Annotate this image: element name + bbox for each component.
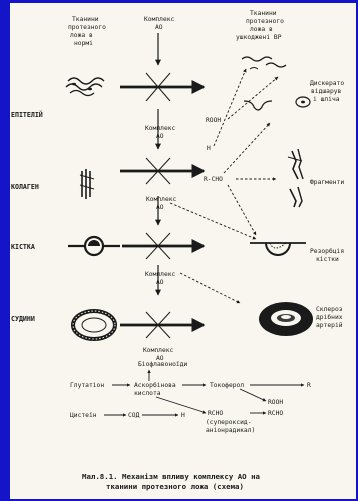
scheme-rooh: ROOH: [268, 399, 283, 406]
arrow-tocopherol-to-rooh: [240, 389, 266, 401]
header-right: Тканини протезного ложа в ушкоджені ВР: [236, 10, 284, 41]
row-label-bone: КІСТКА: [11, 243, 35, 251]
complex-label-1-line-2: АО: [156, 133, 164, 140]
diagram-page: Тканини протезного ложа в нормі Комплекс…: [10, 3, 356, 499]
caption-line-2: тканини протезного ложа (схема): [106, 482, 244, 491]
outcome-epithelium-line-1: Дискерато: [310, 80, 344, 87]
row-label-epithelium: ЕПІТЕЛІЙ: [11, 110, 43, 119]
header-left-line-4: нормі: [74, 39, 93, 47]
collagen-normal-sketch: [80, 169, 94, 199]
header-right-line-1: Тканини: [250, 10, 277, 17]
outcome-epithelium-line-2: відшарув: [311, 87, 342, 95]
figure-caption: Мал.8.1. Механізм впливу комплексу АО на…: [82, 472, 260, 491]
complex-label-2-line-1: Комплекс: [146, 196, 177, 203]
scheme-superoxide-line-1: (супероксид-: [206, 419, 252, 426]
caption-line-1: Мал.8.1. Механізм впливу комплексу АО на: [82, 472, 260, 481]
arrow-ascorbic-to-superoxide: [156, 397, 206, 413]
damage-arrow-complex-bone: [170, 203, 256, 239]
blocked-pathway-vessels: [120, 312, 204, 338]
diagram-canvas: Тканини протезного ложа в нормі Комплекс…: [10, 3, 356, 499]
outcome-collagen-line-1: Фрагменти: [310, 179, 344, 186]
outcome-bone-line-2: кістки: [316, 255, 339, 263]
scheme-rcho: RCHO: [268, 410, 283, 417]
outcome-epithelium-line-3: і шліча: [313, 95, 340, 103]
damage-arrow-h-epithelium: [214, 69, 246, 146]
complex-label-3-line-1: Комплекс: [145, 271, 176, 278]
scheme-sod: СОД: [128, 412, 140, 419]
scheme-cysteine: Цистеїн: [70, 411, 97, 419]
header-left-line-2: протезного: [68, 24, 106, 31]
scheme-glutathione: Глутатіон: [70, 381, 104, 389]
header-center-line-1: Комплекс: [144, 16, 175, 23]
radical-label-h: H: [207, 145, 211, 152]
complex-label-2-line-2: АО: [156, 204, 164, 211]
blocked-pathway-collagen: [120, 158, 204, 184]
damage-arrow-rcho-bone: [228, 185, 256, 235]
radical-label-rooh: ROOH: [206, 117, 221, 124]
header-left-line-3: ложа в: [70, 32, 93, 39]
scheme-ascorbic-line-1: Аскорбінова: [134, 381, 176, 389]
scheme-r: R: [307, 382, 311, 389]
header-right-line-3: ложа в: [250, 26, 273, 33]
epithelium-damaged-sketch: [242, 57, 310, 110]
header-left-line-1: Тканини: [72, 16, 99, 23]
epithelium-normal-sketch: [66, 78, 104, 96]
blocked-pathway-bone: [122, 233, 204, 259]
header-right-line-2: протезного: [246, 18, 284, 25]
bone-normal-sketch: [68, 237, 120, 255]
vessel-damaged-sketch: [259, 302, 313, 336]
damage-arrow-complex-vessels: [180, 273, 240, 303]
header-right-line-4: ушкоджені ВР: [236, 33, 282, 41]
outcome-bone-line-1: Резорбція: [310, 247, 344, 255]
bone-damaged-sketch: [250, 243, 306, 255]
damage-arrow-rooh-epithelium: [228, 77, 278, 119]
scheme-h: H: [181, 412, 185, 419]
complex-label-1-line-1: Комплекс: [145, 125, 176, 132]
scheme-bioflavonoids: Біофлавоноїди: [138, 360, 187, 368]
row-label-vessels: СУДИНИ: [11, 315, 35, 323]
radical-label-rcho: R-CHO: [204, 176, 223, 183]
header-left: Тканини протезного ложа в нормі: [68, 16, 106, 47]
vessel-normal-sketch: [73, 311, 115, 339]
scheme-superoxide-symbol: RCHO: [208, 410, 223, 417]
outcome-vessels-line-1: Склероз: [316, 306, 343, 313]
complex-label-3-line-2: АО: [156, 279, 164, 286]
outcome-vessels-line-3: артерій: [316, 321, 343, 329]
outcome-vessels-line-2: дрібних: [316, 313, 343, 321]
scheme-tocopherol: Токоферол: [210, 381, 244, 389]
scheme-superoxide-line-2: аніонрадикал): [206, 426, 255, 434]
outcome-bone: Резорбція кістки: [310, 247, 344, 263]
collagen-damaged-sketch: [288, 149, 303, 207]
blocked-pathway-epithelium: [120, 73, 204, 101]
header-center: Комплекс АО: [144, 16, 175, 31]
outcome-vessels: Склероз дрібних артерій: [316, 306, 343, 329]
outcome-epithelium: Дискерато відшарув і шліча: [310, 80, 344, 103]
complex-label-4-line-1: Комплекс: [143, 347, 174, 354]
scheme-ascorbic-line-2: кислота: [134, 390, 161, 397]
row-label-collagen: КОЛАГЕН: [11, 183, 39, 191]
damage-arrow-rcho-epithelium: [224, 123, 270, 173]
header-center-line-2: АО: [155, 24, 163, 31]
antioxidant-scheme: Біофлавоноїди Глутатіон Аскорбінова кисл…: [70, 360, 311, 434]
